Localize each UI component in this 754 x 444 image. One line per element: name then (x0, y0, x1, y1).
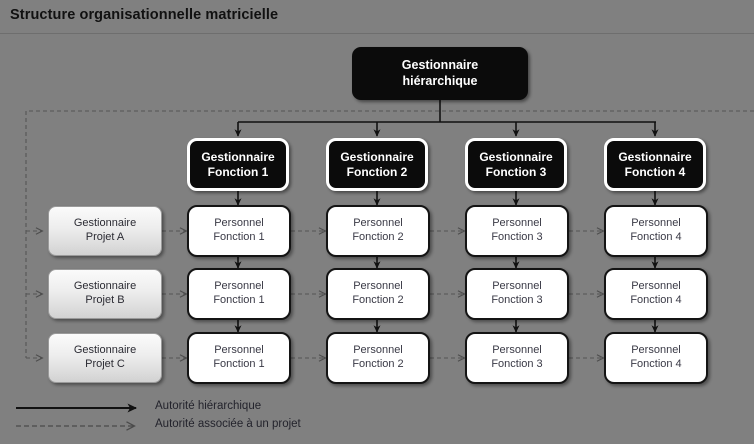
node-personnel-r1-c1[interactable]: Personnel Fonction 1 (187, 205, 291, 257)
node-line-1: Personnel (353, 344, 403, 357)
node-line-2: Fonction 2 (352, 294, 404, 306)
node-line-2: Fonction 1 (207, 164, 269, 179)
node-line-2: Fonction 3 (491, 358, 543, 370)
node-line-1: Gestionnaire (479, 149, 553, 164)
node-personnel-r2-c1[interactable]: Personnel Fonction 1 (187, 268, 291, 320)
node-line-2: Fonction 4 (624, 164, 686, 179)
legend: Autorité hiérarchique Autorité associée … (0, 398, 754, 444)
node-line-1: Personnel (214, 344, 264, 357)
node-personnel-r2-c3[interactable]: Personnel Fonction 3 (465, 268, 569, 320)
node-line-1: Personnel (353, 217, 403, 230)
node-line-1: Gestionnaire (340, 149, 414, 164)
node-line-2: Fonction 3 (491, 294, 543, 306)
node-personnel-r2-c4[interactable]: Personnel Fonction 4 (604, 268, 708, 320)
node-line-1: Personnel (492, 344, 542, 357)
node-line-2: Projet A (85, 231, 125, 243)
node-gestionnaire-fonction-2[interactable]: Gestionnaire Fonction 2 (326, 138, 428, 191)
title-divider (0, 33, 754, 34)
node-line-1: Gestionnaire (401, 57, 479, 72)
node-line-2: Fonction 2 (352, 358, 404, 370)
node-personnel-r2-c2[interactable]: Personnel Fonction 2 (326, 268, 430, 320)
title-bar: Structure organisationnelle matricielle (0, 0, 754, 34)
node-line-1: Personnel (631, 280, 681, 293)
node-gestionnaire-fonction-4[interactable]: Gestionnaire Fonction 4 (604, 138, 706, 191)
node-line-1: Personnel (631, 344, 681, 357)
node-line-1: Gestionnaire (618, 149, 692, 164)
page-title: Structure organisationnelle matricielle (10, 7, 279, 23)
node-line-1: Gestionnaire (73, 217, 137, 230)
node-gestionnaire-projet-c[interactable]: Gestionnaire Projet C (48, 333, 162, 383)
node-line-2: Fonction 4 (630, 358, 682, 370)
node-personnel-r3-c2[interactable]: Personnel Fonction 2 (326, 332, 430, 384)
node-line-2: Fonction 2 (352, 231, 404, 243)
node-line-2: Fonction 1 (213, 294, 265, 306)
node-line-1: Personnel (214, 217, 264, 230)
node-line-1: Personnel (214, 280, 264, 293)
node-personnel-r1-c3[interactable]: Personnel Fonction 3 (465, 205, 569, 257)
node-line-2: Projet C (85, 358, 125, 370)
node-line-2: hiérarchique (402, 73, 478, 88)
legend-row-project: Autorité associée à un projet (0, 418, 400, 438)
node-line-1: Personnel (353, 280, 403, 293)
node-gestionnaire-projet-b[interactable]: Gestionnaire Projet B (48, 269, 162, 319)
hierarchy-wires (234, 100, 659, 333)
node-gestionnaire-hierarchique[interactable]: Gestionnaire hiérarchique (352, 47, 528, 100)
node-personnel-r1-c4[interactable]: Personnel Fonction 4 (604, 205, 708, 257)
node-line-2: Fonction 3 (491, 231, 543, 243)
node-line-1: Gestionnaire (201, 149, 275, 164)
node-personnel-r3-c1[interactable]: Personnel Fonction 1 (187, 332, 291, 384)
node-line-2: Projet B (85, 294, 125, 306)
node-line-2: Fonction 4 (630, 231, 682, 243)
node-line-1: Gestionnaire (73, 344, 137, 357)
node-line-1: Personnel (492, 280, 542, 293)
node-personnel-r1-c2[interactable]: Personnel Fonction 2 (326, 205, 430, 257)
project-authority-wires (25, 110, 754, 358)
legend-row-hierarchical: Autorité hiérarchique (0, 400, 400, 420)
node-gestionnaire-fonction-3[interactable]: Gestionnaire Fonction 3 (465, 138, 567, 191)
node-line-2: Fonction 3 (485, 164, 547, 179)
node-line-2: Fonction 2 (346, 164, 408, 179)
node-gestionnaire-fonction-1[interactable]: Gestionnaire Fonction 1 (187, 138, 289, 191)
node-line-2: Fonction 4 (630, 294, 682, 306)
node-line-1: Personnel (631, 217, 681, 230)
node-line-1: Personnel (492, 217, 542, 230)
node-personnel-r3-c4[interactable]: Personnel Fonction 4 (604, 332, 708, 384)
node-gestionnaire-projet-a[interactable]: Gestionnaire Projet A (48, 206, 162, 256)
node-line-1: Gestionnaire (73, 280, 137, 293)
legend-label-project: Autorité associée à un projet (155, 418, 301, 430)
node-line-2: Fonction 1 (213, 358, 265, 370)
node-personnel-r3-c3[interactable]: Personnel Fonction 3 (465, 332, 569, 384)
legend-label-hierarchical: Autorité hiérarchique (155, 400, 262, 412)
node-line-2: Fonction 1 (213, 231, 265, 243)
